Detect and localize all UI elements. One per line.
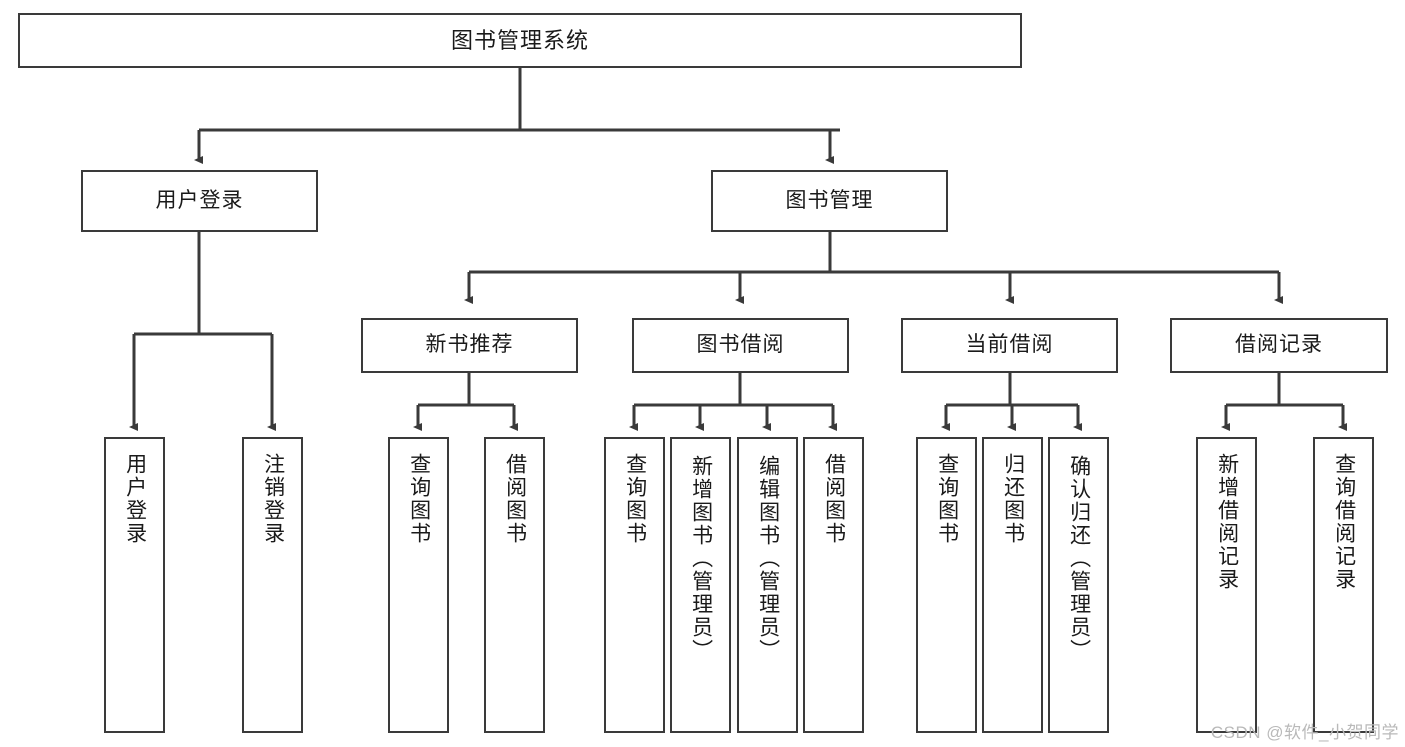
node-label: 当前借阅 bbox=[965, 333, 1054, 357]
leaf-new-book-borrow-book[interactable]: 借阅图书 bbox=[484, 437, 545, 733]
leaf-book-borrow-add-book-admin[interactable]: 新增图书（管理员） bbox=[670, 437, 731, 733]
node-label: 新增图书（管理员） bbox=[689, 455, 713, 662]
node-book-borrowing[interactable]: 图书借阅 bbox=[632, 318, 849, 373]
node-root-book-management-system[interactable]: 图书管理系统 bbox=[18, 13, 1022, 68]
node-label: 查询借阅记录 bbox=[1332, 453, 1356, 591]
node-label: 用户登录 bbox=[155, 188, 244, 212]
node-label: 借阅图书 bbox=[822, 453, 846, 545]
leaf-book-borrow-query-book[interactable]: 查询图书 bbox=[604, 437, 665, 733]
leaf-borrow-record-add-record[interactable]: 新增借阅记录 bbox=[1196, 437, 1257, 733]
node-label: 图书管理 bbox=[785, 188, 874, 212]
node-label: 注销登录 bbox=[261, 453, 285, 545]
leaf-book-borrow-borrow-book[interactable]: 借阅图书 bbox=[803, 437, 864, 733]
leaf-new-book-query-book[interactable]: 查询图书 bbox=[388, 437, 449, 733]
node-label: 归还图书 bbox=[1001, 453, 1025, 545]
node-new-book-recommendation[interactable]: 新书推荐 bbox=[361, 318, 578, 373]
leaf-current-borrow-query-book[interactable]: 查询图书 bbox=[916, 437, 977, 733]
node-current-borrowing[interactable]: 当前借阅 bbox=[901, 318, 1118, 373]
node-book-management[interactable]: 图书管理 bbox=[711, 170, 948, 232]
leaf-borrow-record-query-record[interactable]: 查询借阅记录 bbox=[1313, 437, 1374, 733]
node-user-login[interactable]: 用户登录 bbox=[81, 170, 318, 232]
node-label: 借阅图书 bbox=[503, 453, 527, 545]
node-label: 用户登录 bbox=[123, 453, 147, 545]
node-label: 查询图书 bbox=[623, 453, 647, 545]
leaf-book-borrow-edit-book-admin[interactable]: 编辑图书（管理员） bbox=[737, 437, 798, 733]
leaf-current-borrow-confirm-return-admin[interactable]: 确认归还（管理员） bbox=[1048, 437, 1109, 733]
node-label: 编辑图书（管理员） bbox=[756, 455, 780, 662]
node-label: 图书管理系统 bbox=[450, 27, 589, 53]
leaf-current-borrow-return-book[interactable]: 归还图书 bbox=[982, 437, 1043, 733]
node-label: 新书推荐 bbox=[425, 333, 514, 357]
node-label: 查询图书 bbox=[407, 453, 431, 545]
node-label: 借阅记录 bbox=[1235, 333, 1323, 357]
node-label: 新增借阅记录 bbox=[1215, 453, 1239, 591]
csdn-watermark: CSDN @软件_小贺同学 bbox=[1210, 723, 1399, 742]
node-label: 图书借阅 bbox=[696, 333, 785, 357]
node-label: 确认归还（管理员） bbox=[1067, 455, 1091, 662]
node-borrowing-record[interactable]: 借阅记录 bbox=[1170, 318, 1388, 373]
leaf-user-login-logout[interactable]: 注销登录 bbox=[242, 437, 303, 733]
leaf-user-login-login[interactable]: 用户登录 bbox=[104, 437, 165, 733]
node-label: 查询图书 bbox=[935, 453, 959, 545]
